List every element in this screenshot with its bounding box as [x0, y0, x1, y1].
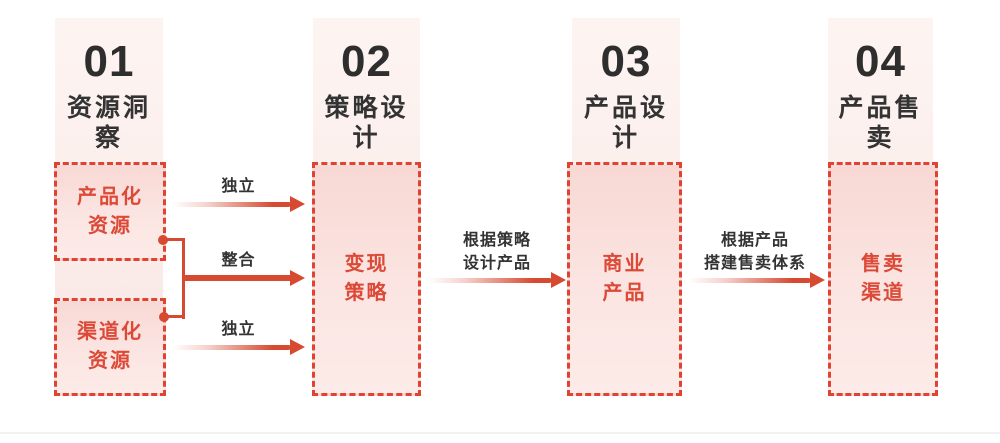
connector-stub-bottom	[164, 315, 185, 318]
stage-title-1: 资源洞察	[66, 94, 151, 152]
arrow-label-independent-bottom: 独立	[221, 321, 256, 338]
arrow-label-line: 根据策略	[462, 232, 531, 249]
arrow-tail	[172, 202, 291, 207]
arrowhead-icon	[810, 272, 825, 288]
box-label-line: 资源	[88, 350, 132, 372]
arrow-tail	[184, 275, 291, 281]
connector-vertical-line	[182, 238, 185, 319]
box-monetization-strategy: 变现 策略	[312, 162, 421, 396]
box-productized-resources: 产品化 资源	[54, 162, 166, 261]
arrow-label-line: 设计产品	[462, 255, 531, 272]
connector-stub-top	[163, 238, 185, 241]
arrowhead-icon	[290, 270, 305, 286]
stage-number-3: 03	[600, 37, 652, 86]
arrow-label-strategy-to-product: 根据策略 设计产品	[420, 229, 574, 275]
box-label: 渠道化 资源	[77, 318, 143, 376]
arrow-independent-top	[172, 196, 305, 213]
box-label: 变现 策略	[345, 250, 389, 308]
box-label-line: 渠道	[861, 282, 905, 304]
box-label-line: 售卖	[861, 253, 905, 275]
stage-title-3: 产品设计	[583, 94, 668, 152]
box-label-line: 策略	[344, 282, 389, 304]
box-label: 产品化 资源	[77, 183, 143, 241]
box-label: 售卖 渠道	[861, 250, 905, 308]
box-label-line: 产品化	[77, 185, 143, 208]
arrowhead-icon	[290, 196, 305, 212]
arrow-tail	[428, 278, 552, 283]
arrow-tail	[172, 345, 291, 350]
stage-title-2: 策略设计	[324, 94, 409, 152]
arrowhead-icon	[290, 339, 305, 355]
box-label-line: 产品	[602, 282, 647, 304]
arrowhead-icon	[551, 272, 566, 288]
box-label-line: 资源	[88, 214, 132, 237]
box-sales-channel: 售卖 渠道	[828, 162, 938, 396]
arrow-product-to-sales	[688, 272, 825, 289]
box-label-line: 渠道化	[77, 321, 143, 343]
box-label: 商业 产品	[603, 250, 647, 308]
stage-title-4: 产品售卖	[838, 94, 923, 152]
arrow-label-integrate: 整合	[221, 252, 256, 269]
arrow-strategy-to-product	[428, 272, 566, 289]
stage-number-1: 01	[83, 37, 135, 86]
box-label-line: 商业	[602, 253, 647, 275]
arrow-tail	[688, 278, 811, 283]
arrow-integrate	[184, 270, 305, 287]
box-commercial-product: 商业 产品	[567, 162, 682, 396]
arrow-label-product-to-sales: 根据产品 搭建售卖体系	[675, 229, 835, 275]
arrow-label-line: 搭建售卖体系	[703, 255, 806, 272]
arrow-label-independent-top: 独立	[221, 178, 256, 195]
stage-number-2: 02	[341, 37, 392, 86]
bottom-divider	[0, 432, 1000, 434]
arrow-independent-bottom	[172, 339, 305, 356]
arrow-label-line: 根据产品	[720, 232, 789, 249]
stage-number-4: 04	[855, 37, 906, 86]
box-channelized-resources: 渠道化 资源	[54, 298, 166, 396]
box-label-line: 变现	[344, 253, 389, 275]
